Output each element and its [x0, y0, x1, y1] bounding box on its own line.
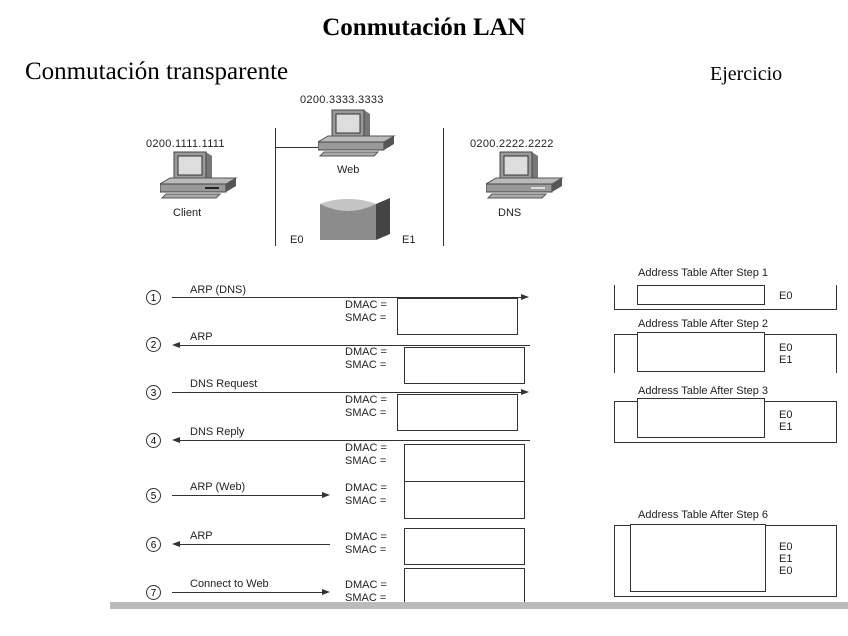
mac-entries-box[interactable]: [637, 285, 765, 305]
step-number: 7: [146, 585, 161, 600]
dns-label: DNS: [498, 207, 522, 219]
arrow-right-icon: [322, 492, 330, 498]
arrow-right-icon: [322, 589, 330, 595]
mac-answer-box[interactable]: [397, 394, 518, 431]
table-title: Address Table After Step 1: [638, 267, 769, 279]
arrow-right-icon: [521, 389, 529, 395]
dns-computer-icon: [486, 151, 564, 199]
mac-entries-box[interactable]: [637, 398, 765, 438]
frame-line: [172, 495, 324, 496]
port-entry: E1: [779, 553, 793, 565]
switch-icon: [320, 198, 390, 240]
dmac-label: DMAC =: [345, 299, 387, 311]
web-link-line: [275, 147, 320, 148]
client-computer-icon: [160, 151, 238, 199]
smac-label: SMAC =: [345, 359, 387, 371]
mac-entries-box[interactable]: [630, 524, 766, 592]
client-label: Client: [173, 207, 202, 219]
step-label: ARP: [190, 331, 213, 343]
segment-e0-line: [275, 128, 276, 246]
frame-line: [172, 297, 522, 298]
mac-answer-box[interactable]: [397, 298, 518, 335]
mac-answer-box[interactable]: [404, 481, 525, 519]
port-entry: E1: [779, 421, 793, 433]
step-number: 2: [146, 337, 161, 352]
dmac-label: DMAC =: [345, 482, 387, 494]
mac-answer-box[interactable]: [404, 528, 525, 565]
page-title: Conmutación LAN: [322, 14, 526, 41]
web-label: Web: [337, 164, 360, 176]
step-label: ARP (Web): [190, 481, 246, 493]
frame-line: [172, 392, 522, 393]
step-label: DNS Reply: [190, 426, 245, 438]
step-label: ARP: [190, 530, 213, 542]
arrow-right-icon: [521, 294, 529, 300]
table-title: Address Table After Step 2: [638, 318, 769, 330]
table-frame: [614, 285, 837, 310]
dmac-label: DMAC =: [345, 346, 387, 358]
dns-mac: 0200.2222.2222: [470, 138, 554, 150]
smac-label: SMAC =: [345, 312, 387, 324]
web-computer-icon: [318, 109, 396, 157]
frame-line: [172, 592, 324, 593]
step-label: Connect to Web: [190, 578, 269, 590]
frame-line: [180, 440, 530, 441]
smac-label: SMAC =: [345, 544, 387, 556]
table-title: Address Table After Step 3: [638, 385, 769, 397]
step-number: 4: [146, 433, 161, 448]
section-label: Ejercicio: [710, 63, 783, 85]
port-entry: E1: [779, 354, 793, 366]
web-mac: 0200.3333.3333: [300, 94, 384, 106]
arrow-left-icon: [172, 541, 180, 547]
smac-label: SMAC =: [345, 407, 387, 419]
dmac-label: DMAC =: [345, 394, 387, 406]
step-label: DNS Request: [190, 378, 258, 390]
dmac-label: DMAC =: [345, 531, 387, 543]
port-entry: E0: [779, 409, 793, 421]
segment-e1-line: [443, 128, 444, 246]
arrow-left-icon: [172, 437, 180, 443]
frame-line: [180, 345, 530, 346]
step-number: 3: [146, 385, 161, 400]
step-number: 1: [146, 290, 161, 305]
smac-label: SMAC =: [345, 455, 387, 467]
port-e1-label: E1: [402, 234, 416, 246]
mac-answer-box[interactable]: [404, 347, 525, 384]
step-number: 5: [146, 488, 161, 503]
mac-answer-box[interactable]: [404, 444, 525, 482]
mac-entries-box[interactable]: [637, 332, 765, 372]
port-entry: E0: [779, 342, 793, 354]
port-entry: E0: [779, 290, 793, 302]
page-subtitle: Conmutación transparente: [25, 58, 289, 85]
dmac-label: DMAC =: [345, 579, 387, 591]
step-number: 6: [146, 537, 161, 552]
frame-line: [180, 544, 330, 545]
dmac-label: DMAC =: [345, 442, 387, 454]
table-title: Address Table After Step 6: [638, 509, 769, 521]
step-label: ARP (DNS): [190, 284, 247, 296]
mac-answer-box[interactable]: [404, 568, 525, 605]
smac-label: SMAC =: [345, 495, 387, 507]
port-e0-label: E0: [290, 234, 304, 246]
arrow-left-icon: [172, 342, 180, 348]
port-entry: E0: [779, 565, 793, 577]
port-entry: E0: [779, 541, 793, 553]
bottom-divider-bar: [110, 602, 848, 609]
smac-label: SMAC =: [345, 592, 387, 604]
client-mac: 0200.1111.1111: [146, 138, 225, 150]
